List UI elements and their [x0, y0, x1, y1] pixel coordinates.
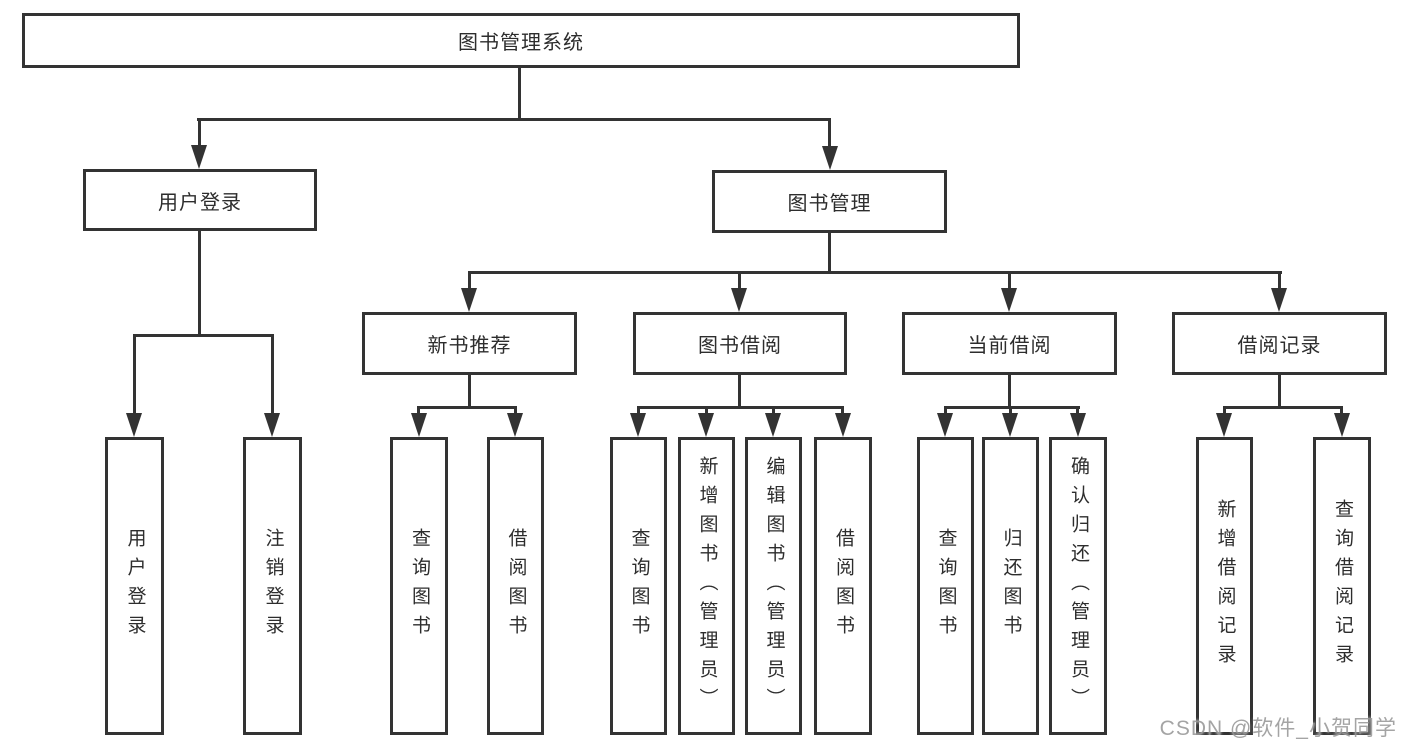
leaf-cb-query-books: 查询图书 [917, 437, 974, 735]
connector-line [705, 406, 708, 415]
node-borrowing-records: 借阅记录 [1172, 312, 1387, 375]
connector-line [518, 68, 521, 118]
arrow-down-icon [835, 413, 851, 437]
leaf-label: 注销登录 [262, 528, 284, 644]
node-book-borrowing: 图书借阅 [633, 312, 847, 375]
arrow-down-icon [1070, 413, 1086, 437]
connector-line [133, 334, 274, 337]
arrow-down-icon [1001, 288, 1017, 312]
leaf-label: 查询图书 [628, 528, 650, 644]
leaf-bb-query-books: 查询图书 [610, 437, 667, 735]
arrow-down-icon [461, 288, 477, 312]
arrow-down-icon [264, 413, 280, 437]
connector-line [1076, 406, 1079, 415]
connector-line [1223, 406, 1343, 409]
leaf-label: 查询图书 [935, 528, 957, 644]
leaf-label: 借阅图书 [505, 528, 527, 644]
arrow-down-icon [126, 413, 142, 437]
arrow-down-icon [630, 413, 646, 437]
arrow-down-icon [191, 145, 207, 169]
arrow-down-icon [1002, 413, 1018, 437]
leaf-label: 编辑图书（管理员） [763, 455, 785, 717]
leaf-logout: 注销登录 [243, 437, 302, 735]
arrow-down-icon [1216, 413, 1232, 437]
csdn-watermark: CSDN @软件_小贺同学 [1159, 717, 1397, 740]
connector-line [944, 406, 1080, 409]
node-current-borrowing: 当前借阅 [902, 312, 1117, 375]
connector-line [944, 406, 947, 415]
connector-line [417, 406, 420, 415]
leaf-nb-query-books: 查询图书 [390, 437, 448, 735]
connector-line [417, 406, 517, 409]
node-library-management-system: 图书管理系统 [22, 13, 1020, 68]
connector-line [1278, 375, 1281, 408]
leaf-bb-borrow-books: 借阅图书 [814, 437, 872, 735]
leaf-label: 用户登录 [124, 528, 146, 644]
connector-line [841, 406, 844, 415]
connector-line [772, 406, 775, 415]
node-new-book-recommendation: 新书推荐 [362, 312, 577, 375]
leaf-label: 查询图书 [408, 528, 430, 644]
leaf-user-login: 用户登录 [105, 437, 164, 735]
arrow-down-icon [411, 413, 427, 437]
connector-line [468, 271, 471, 289]
leaf-label: 确认归还（管理员） [1067, 455, 1089, 717]
connector-line [1223, 406, 1226, 415]
node-user-login: 用户登录 [83, 169, 317, 231]
arrow-down-icon [731, 288, 747, 312]
leaf-cb-return-books: 归还图书 [982, 437, 1039, 735]
connector-line [468, 271, 1282, 274]
connector-line [1009, 406, 1012, 415]
arrow-down-icon [698, 413, 714, 437]
leaf-bb-edit-books-admin: 编辑图书（管理员） [745, 437, 802, 735]
leaf-label: 查询借阅记录 [1331, 499, 1353, 673]
connector-line [637, 406, 640, 415]
leaf-nb-borrow-books: 借阅图书 [487, 437, 544, 735]
connector-line [198, 231, 201, 337]
connector-line [1278, 271, 1281, 289]
connector-line [1008, 271, 1011, 289]
connector-line [198, 118, 201, 148]
leaf-br-add-record: 新增借阅记录 [1196, 437, 1253, 735]
leaf-label: 新增借阅记录 [1214, 499, 1236, 673]
arrow-down-icon [822, 146, 838, 170]
connector-line [1340, 406, 1343, 415]
connector-line [637, 406, 844, 409]
connector-line [514, 406, 517, 415]
connector-line [197, 118, 831, 121]
connector-line [1008, 375, 1011, 408]
arrow-down-icon [507, 413, 523, 437]
connector-line [828, 118, 831, 148]
connector-line [738, 375, 741, 408]
connector-line [271, 334, 274, 416]
connector-line [133, 334, 136, 416]
arrow-down-icon [937, 413, 953, 437]
leaf-br-query-record: 查询借阅记录 [1313, 437, 1371, 735]
arrow-down-icon [765, 413, 781, 437]
arrow-down-icon [1334, 413, 1350, 437]
connector-line [468, 375, 471, 408]
leaf-label: 新增图书（管理员） [696, 455, 718, 717]
arrow-down-icon [1271, 288, 1287, 312]
leaf-label: 归还图书 [1000, 528, 1022, 644]
leaf-label: 借阅图书 [832, 528, 854, 644]
leaf-cb-confirm-return-admin: 确认归还（管理员） [1049, 437, 1107, 735]
connector-line [828, 233, 831, 274]
node-book-management: 图书管理 [712, 170, 947, 233]
leaf-bb-add-books-admin: 新增图书（管理员） [678, 437, 735, 735]
connector-line [738, 271, 741, 289]
